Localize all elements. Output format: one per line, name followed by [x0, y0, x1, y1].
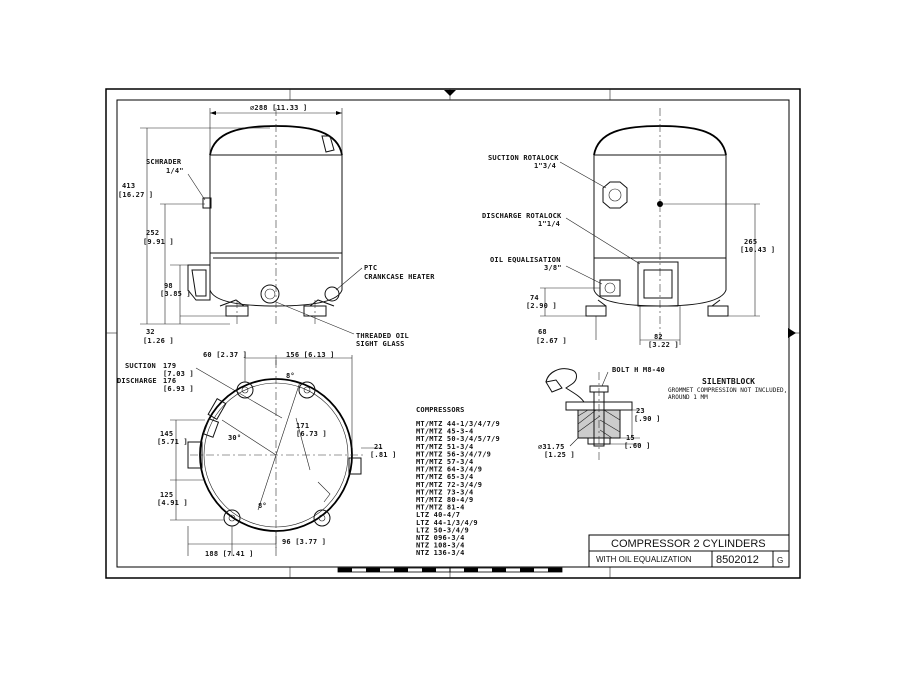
compressor-model: MT/MTZ 80-4/9 [416, 496, 473, 504]
compressor-model: MT/MTZ 44-1/3/4/7/9 [416, 420, 500, 428]
compressor-model: MT/MTZ 50-3/4/5/7/9 [416, 435, 500, 443]
drawing-number: 8502012 [716, 554, 759, 566]
silentblock-dim-15-in: [.60 ] [624, 442, 651, 450]
top-discharge-dim: 176 [163, 377, 176, 385]
top-suction-dim: 179 [163, 362, 176, 370]
oil-glass-label-1: THREADED OIL [356, 332, 409, 340]
front-w82: 82 [654, 333, 663, 341]
top-dim-145: 145 [160, 430, 173, 438]
silentblock-dim-23: 23 [636, 407, 645, 415]
side-foot-dim-in: [1.26 ] [143, 337, 174, 345]
revision-letter: G [777, 556, 783, 565]
side-diameter-dim: ⌀288 [11.33 ] [250, 104, 307, 112]
top-dim-96: 96 [3.77 ] [282, 538, 326, 546]
compressor-model: LTZ 40-4/7 [416, 511, 460, 519]
top-dim-171-in: [6.73 ] [296, 430, 327, 438]
top-dim-188: 188 [7.41 ] [205, 550, 254, 558]
top-dim-156: 156 [6.13 ] [286, 351, 335, 359]
front-height-right: 265 [744, 238, 757, 246]
top-angle-30: 30° [228, 434, 241, 442]
compressor-model: NTZ 108-3/4 [416, 542, 465, 550]
compressor-list-heading: COMPRESSORS [416, 406, 465, 414]
compressor-model: LTZ 44-1/3/4/9 [416, 519, 478, 527]
side-height-schrader: 252 [146, 229, 159, 237]
silentblock-dim-23-in: [.90 ] [634, 415, 661, 423]
discharge-rotalock-size: 1"1/4 [538, 220, 560, 228]
title-block-title: COMPRESSOR 2 CYLINDERS [611, 538, 766, 550]
front-w68-in: [2.67 ] [536, 337, 567, 345]
crankcase-label: CRANKCASE HEATER [364, 273, 435, 281]
compressor-model: MT/MTZ 57-3/4 [416, 458, 473, 466]
compressor-model: NTZ 096-3/4 [416, 534, 465, 542]
top-discharge-dim-in: [6.93 ] [163, 385, 194, 393]
compressor-model: MT/MTZ 51-3/4 [416, 443, 473, 451]
schrader-label: SCHRADER [146, 158, 182, 166]
silentblock-note-1: GROMMET COMPRESSION NOT INCLUDED, [668, 387, 787, 394]
silentblock-dim-dia: ⌀31.75 [538, 443, 565, 451]
top-dim-171: 171 [296, 422, 309, 430]
suction-rotalock-size: 1"3/4 [534, 162, 556, 170]
title-block-subtitle: WITH OIL EQUALIZATION [596, 555, 692, 564]
top-suction-label: SUCTION [125, 362, 156, 370]
silentblock-dim-15: 15 [626, 434, 635, 442]
side-height-low-in: [3.85 ] [160, 290, 191, 298]
orientation-arrow-right [788, 328, 796, 338]
side-height-total-in: [16.27 ] [118, 191, 153, 199]
compressor-model: MT/MTZ 73-3/4 [416, 488, 473, 496]
compressor-model: MT/MTZ 81-4 [416, 504, 465, 512]
side-view: ⌀288 [11.33 ] 413 [16.27 ] 252 [9.91 ] 9… [118, 104, 435, 348]
top-suction-dim-in: [7.03 ] [163, 370, 194, 378]
side-foot-dim: 32 [146, 328, 155, 336]
front-w82-in: [3.22 ] [648, 341, 679, 349]
top-view: 60 [2.37 ] 156 [6.13 ] SUCTION 179 [7.03… [117, 351, 397, 558]
side-height-schrader-in: [9.91 ] [143, 238, 174, 246]
front-h74: 74 [530, 294, 539, 302]
compressor-model: LTZ 50-3/4/9 [416, 526, 469, 534]
bottom-scale-strip [337, 567, 563, 573]
oil-equalisation-size: 3/8" [544, 264, 562, 272]
compressor-model: MT/MTZ 56-3/4/7/9 [416, 450, 491, 458]
silentblock-dim-dia-in: [1.25 ] [544, 451, 575, 459]
compressor-model: MT/MTZ 45-3-4 [416, 428, 473, 436]
top-dim-125-in: [4.91 ] [157, 499, 188, 507]
top-dim-125: 125 [160, 491, 173, 499]
front-height-right-in: [10.43 ] [740, 246, 775, 254]
front-view: SUCTION ROTALOCK 1"3/4 DISCHARGE ROTALOC… [482, 108, 775, 349]
top-dim-21: 21 [374, 443, 383, 451]
compressor-list: COMPRESSORS MT/MTZ 44-1/3/4/7/9MT/MTZ 45… [416, 406, 500, 557]
compressor-model: MT/MTZ 65-3/4 [416, 473, 473, 481]
silentblock-detail: BOLT H M8-40 SILENTBLOCK GROMMET COMPRES… [538, 366, 787, 460]
ptc-label: PTC [364, 264, 377, 272]
bolt-label: BOLT H M8-40 [612, 366, 665, 374]
front-w68: 68 [538, 328, 547, 336]
compressor-model: NTZ 136-3/4 [416, 549, 465, 557]
compressor-model: MT/MTZ 64-3/4/9 [416, 466, 482, 474]
oil-equalisation-label: OIL EQUALISATION [490, 256, 561, 264]
top-dim-21-in: [.81 ] [370, 451, 397, 459]
side-height-total: 413 [122, 182, 135, 190]
top-angle-8b: 8° [258, 502, 267, 510]
top-discharge-label: DISCHARGE [117, 377, 157, 385]
oil-glass-label-2: SIGHT GLASS [356, 340, 405, 348]
outer-border [105, 88, 801, 579]
side-height-low: 98 [164, 282, 173, 290]
silentblock-title: SILENTBLOCK [702, 377, 755, 386]
suction-rotalock-label: SUCTION ROTALOCK [488, 154, 559, 162]
top-dim-145-in: [5.71 ] [157, 438, 188, 446]
schrader-size: 1/4" [166, 167, 184, 175]
title-block: COMPRESSOR 2 CYLINDERS WITH OIL EQUALIZA… [588, 534, 790, 568]
front-h74-in: [2.90 ] [526, 302, 557, 310]
top-angle-8a: 8° [286, 372, 295, 380]
orientation-arrow-top [444, 90, 456, 96]
compressor-model: MT/MTZ 72-3/4/9 [416, 481, 482, 489]
discharge-rotalock-label: DISCHARGE ROTALOCK [482, 212, 562, 220]
top-dim-60: 60 [2.37 ] [203, 351, 247, 359]
silentblock-note-2: AROUND 1 MM [668, 394, 708, 401]
